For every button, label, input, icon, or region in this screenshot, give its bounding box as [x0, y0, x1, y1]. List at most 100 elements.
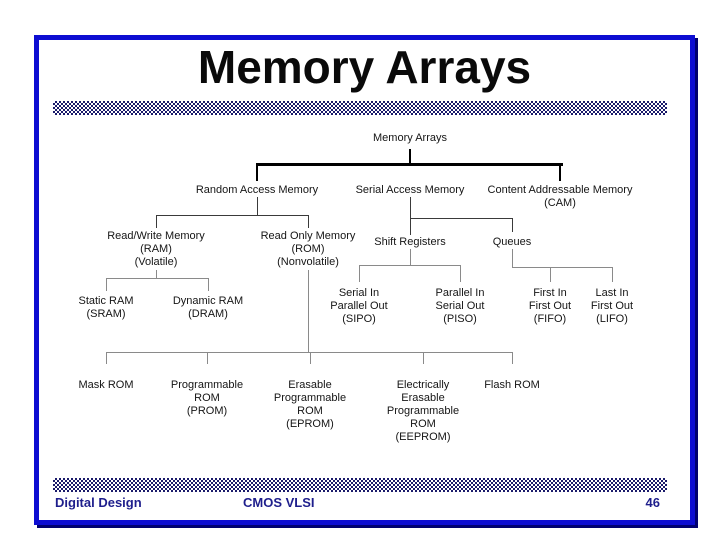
- connector-line: [106, 278, 208, 279]
- footer-book-name: CMOS VLSI: [243, 495, 315, 510]
- tree-node-label-line: (RAM): [140, 243, 172, 255]
- tree-node-label-line: (SRAM): [86, 308, 126, 320]
- connector-line: [308, 215, 309, 228]
- tree-node-ram: Random Access Memory: [187, 184, 327, 197]
- connector-line: [512, 267, 612, 268]
- tree-node-sam: Serial Access Memory: [340, 184, 480, 197]
- tree-node-label-line: (SIPO): [342, 313, 376, 325]
- connector-line: [310, 352, 311, 364]
- tree-node-label-line: (PISO): [443, 313, 477, 325]
- tree-node-cam: Content Addressable Memory(CAM): [472, 184, 648, 210]
- tree-node-label-line: (Nonvolatile): [277, 256, 339, 268]
- tree-node-label-line: Parallel In: [435, 287, 485, 299]
- connector-line: [207, 352, 208, 364]
- connector-line: [550, 267, 551, 282]
- tree-node-label-line: (LIFO): [596, 313, 628, 325]
- tree-node-label-line: Read Only Memory: [260, 230, 356, 242]
- tree-node-label-line: Memory Arrays: [373, 132, 447, 144]
- tree-node-label-line: ROM: [410, 418, 436, 430]
- connector-line: [156, 270, 157, 278]
- tree-node-root: Memory Arrays: [345, 132, 475, 145]
- footer-page-number: 46: [645, 495, 660, 510]
- connector-line: [410, 249, 411, 265]
- slide-title: Memory Arrays: [197, 41, 532, 93]
- tree-node-label-line: Serial Access Memory: [355, 184, 465, 196]
- tree-node-label-line: Electrically: [396, 379, 450, 391]
- footer-course-name: Digital Design: [55, 495, 142, 510]
- connector-line: [106, 352, 512, 353]
- tree-node-label-line: Random Access Memory: [195, 184, 319, 196]
- tree-node-dram: Dynamic RAM(DRAM): [153, 295, 263, 321]
- connector-line: [410, 218, 512, 219]
- tree-node-label-line: Shift Registers: [374, 236, 446, 248]
- tree-node-label-line: Programmable: [273, 392, 347, 404]
- connector-line: [256, 163, 563, 166]
- tree-node-label-line: Programmable: [170, 379, 244, 391]
- tree-node-label-line: Serial Out: [435, 300, 485, 312]
- tree-node-label-line: ROM: [194, 392, 220, 404]
- tree-node-label-line: (PROM): [186, 405, 228, 417]
- hatch-divider-bottom: [53, 478, 667, 492]
- tree-node-label-line: (EPROM): [286, 418, 334, 430]
- connector-line: [512, 249, 513, 267]
- connector-line: [409, 149, 411, 165]
- tree-node-label-line: Queues: [492, 236, 532, 248]
- connector-line: [612, 267, 613, 282]
- connector-line: [460, 265, 461, 282]
- tree-node-shift: Shift Registers: [355, 236, 465, 249]
- tree-node-queues: Queues: [457, 236, 567, 249]
- tree-node-flash-rom: Flash ROM: [457, 379, 567, 392]
- connector-line: [106, 352, 107, 364]
- tree-node-rwm: Read/Write Memory(RAM)(Volatile): [86, 230, 226, 269]
- tree-node-sram: Static RAM(SRAM): [51, 295, 161, 321]
- tree-node-label-line: First Out: [528, 300, 572, 312]
- connector-line: [308, 270, 309, 352]
- tree-node-label-line: Serial In: [338, 287, 380, 299]
- tree-node-label-line: ROM: [297, 405, 323, 417]
- connector-line: [512, 352, 513, 364]
- connector-line: [106, 278, 107, 291]
- tree-node-label-line: Erasable: [401, 392, 445, 404]
- connector-line: [410, 197, 411, 235]
- tree-node-label-line: First Out: [590, 300, 634, 312]
- connector-line: [359, 265, 360, 282]
- connector-line: [359, 265, 460, 266]
- connector-line: [423, 352, 424, 364]
- tree-node-label-line: Parallel Out: [330, 300, 388, 312]
- tree-node-label-line: First In: [533, 287, 567, 299]
- tree-node-label-line: (ROM): [291, 243, 325, 255]
- tree-node-label-line: Mask ROM: [78, 379, 134, 391]
- tree-node-label-line: (Volatile): [134, 256, 178, 268]
- connector-line: [512, 218, 513, 232]
- tree-node-mask-rom: Mask ROM: [51, 379, 161, 392]
- tree-node-label-line: Read/Write Memory: [107, 230, 205, 242]
- connector-line: [257, 197, 258, 216]
- tree-node-label-line: (CAM): [544, 197, 576, 209]
- tree-node-label-line: Static RAM: [78, 295, 134, 307]
- tree-node-label-line: Programmable: [386, 405, 460, 417]
- connector-line: [256, 163, 258, 181]
- tree-node-label-line: (FIFO): [533, 313, 567, 325]
- connector-line: [559, 163, 561, 181]
- tree-node-label-line: Last In: [595, 287, 629, 299]
- tree-node-label-line: (EEPROM): [395, 431, 451, 443]
- tree-node-rom: Read Only Memory(ROM)(Nonvolatile): [238, 230, 378, 269]
- connector-line: [156, 215, 308, 216]
- connector-line: [208, 278, 209, 291]
- tree-node-label-line: Flash ROM: [484, 379, 540, 391]
- hatch-divider-top: [53, 101, 667, 115]
- connector-line: [156, 215, 157, 228]
- tree-node-label-line: Content Addressable Memory: [487, 184, 633, 196]
- tree-node-label-line: Erasable: [288, 379, 332, 391]
- tree-node-label-line: Dynamic RAM: [172, 295, 244, 307]
- tree-node-label-line: (DRAM): [188, 308, 228, 320]
